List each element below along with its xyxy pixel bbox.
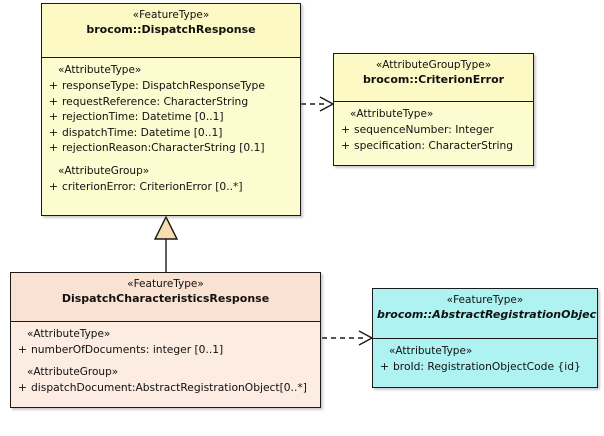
visibility-marker: + bbox=[340, 123, 351, 136]
class-header-dispatch-response: «FeatureType» brocom::DispatchResponse bbox=[42, 4, 300, 58]
class-name: brocom::AbstractRegistrationObject bbox=[377, 308, 598, 321]
class-stereotype: «FeatureType» bbox=[132, 9, 210, 21]
class-box-abstract-registration-object[interactable]: «FeatureType» brocom::AbstractRegistrati… bbox=[372, 288, 598, 388]
attribute-label: requestReference: CharacterString bbox=[62, 94, 249, 108]
dependency-dispatchresponse-criterionerror[interactable] bbox=[301, 96, 335, 112]
visibility-marker: + bbox=[48, 179, 59, 193]
class-body-dispatch-characteristics-response: «AttributeType» + numberOfDocuments: int… bbox=[11, 322, 320, 399]
visibility-marker: + bbox=[340, 138, 351, 152]
dependency-dispatchcharacteristics-abstractregistrationobject[interactable] bbox=[322, 330, 374, 346]
attribute-row[interactable]: + requestReference: CharacterString bbox=[45, 94, 297, 110]
attribute-row[interactable]: + sequenceNumber: Integer bbox=[337, 122, 530, 138]
class-header-criterion-error: «AttributeGroupType» brocom::CriterionEr… bbox=[334, 54, 533, 102]
attribute-label: specification: CharacterString bbox=[354, 138, 514, 152]
attribute-label: rejectionTime: Datetime [0..1] bbox=[62, 110, 224, 123]
visibility-marker: + bbox=[379, 360, 390, 373]
attribute-row[interactable]: + broId: RegistrationObjectCode {id} bbox=[376, 359, 594, 375]
class-body-criterion-error: «AttributeType» + sequenceNumber: Intege… bbox=[334, 102, 533, 157]
class-box-dispatch-response[interactable]: «FeatureType» brocom::DispatchResponse «… bbox=[41, 3, 301, 216]
visibility-marker: + bbox=[48, 125, 59, 139]
attribute-row[interactable]: + dispatchTime: Datetime [0..1] bbox=[45, 125, 297, 141]
attribute-label: sequenceNumber: Integer bbox=[354, 123, 494, 136]
class-name: brocom::DispatchResponse bbox=[86, 23, 256, 36]
class-name: DispatchCharacteristicsResponse bbox=[61, 292, 270, 305]
attribute-label: dispatchTime: Datetime [0..1] bbox=[62, 125, 223, 139]
attribute-label: criterionError: CriterionError [0..*] bbox=[62, 179, 243, 193]
attribute-label: rejectionReason:CharacterString [0.1] bbox=[62, 141, 265, 154]
compartment-label: «AttributeGroup» bbox=[58, 164, 150, 177]
attribute-row[interactable]: + rejectionTime: Datetime [0..1] bbox=[45, 109, 297, 125]
visibility-marker: + bbox=[17, 343, 28, 356]
visibility-marker: + bbox=[48, 141, 59, 154]
class-stereotype: «FeatureType» bbox=[446, 294, 524, 306]
compartment-label: «AttributeGroup» bbox=[27, 365, 119, 378]
attribute-row[interactable]: + rejectionReason:CharacterString [0.1] bbox=[45, 140, 297, 156]
visibility-marker: + bbox=[48, 94, 59, 108]
visibility-marker: + bbox=[48, 110, 59, 123]
attribute-label: numberOfDocuments: integer [0..1] bbox=[31, 343, 224, 356]
class-header-abstract-registration-object: «FeatureType» brocom::AbstractRegistrati… bbox=[373, 289, 597, 339]
attribute-row[interactable]: + criterionError: CriterionError [0..*] bbox=[45, 179, 297, 195]
compartment-label: «AttributeType» bbox=[389, 345, 473, 357]
attribute-row[interactable]: + specification: CharacterString bbox=[337, 138, 530, 154]
visibility-marker: + bbox=[17, 380, 28, 394]
attribute-label: responseType: DispatchResponseType bbox=[62, 79, 265, 92]
class-body-dispatch-response: «AttributeType» + responseType: Dispatch… bbox=[42, 58, 300, 198]
visibility-marker: + bbox=[48, 79, 59, 92]
attribute-row[interactable]: + responseType: DispatchResponseType bbox=[45, 78, 297, 94]
class-stereotype: «FeatureType» bbox=[127, 278, 204, 290]
hollow-triangle-icon bbox=[153, 215, 179, 240]
attribute-label: broId: RegistrationObjectCode {id} bbox=[393, 360, 581, 373]
attribute-label: dispatchDocument:AbstractRegistrationObj… bbox=[31, 380, 307, 394]
class-stereotype: «AttributeGroupType» bbox=[375, 59, 492, 71]
attribute-row[interactable]: + dispatchDocument:AbstractRegistrationO… bbox=[14, 380, 317, 396]
compartment-label: «AttributeType» bbox=[350, 108, 434, 120]
compartment-label: «AttributeType» bbox=[27, 328, 111, 340]
generalization-dispatchcharacteristics-dispatchresponse[interactable] bbox=[153, 215, 179, 272]
attribute-row[interactable]: + numberOfDocuments: integer [0..1] bbox=[14, 342, 317, 358]
class-name: brocom::CriterionError bbox=[362, 73, 505, 86]
class-box-dispatch-characteristics-response[interactable]: «FeatureType» DispatchCharacteristicsRes… bbox=[10, 272, 321, 408]
class-box-criterion-error[interactable]: «AttributeGroupType» brocom::CriterionEr… bbox=[333, 53, 534, 166]
compartment-label: «AttributeType» bbox=[58, 64, 142, 76]
class-body-abstract-registration-object: «AttributeType» + broId: RegistrationObj… bbox=[373, 339, 597, 379]
class-header-dispatch-characteristics-response: «FeatureType» DispatchCharacteristicsRes… bbox=[11, 273, 320, 322]
